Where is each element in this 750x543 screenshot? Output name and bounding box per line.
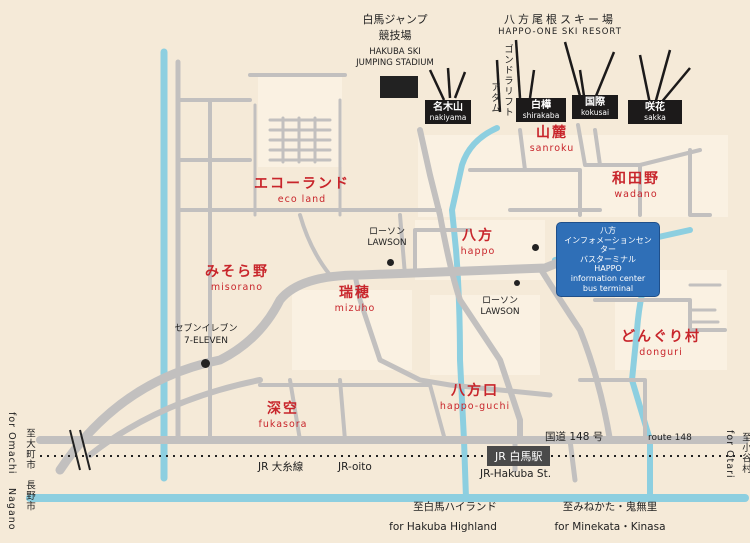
highland-ja: 至白馬ハイランド: [413, 501, 497, 513]
left-edge-ja-1: 至大町市: [24, 428, 35, 470]
ski-resort-ja: 八方尾根スキー場: [504, 13, 616, 26]
route148-en: route 148: [648, 433, 692, 443]
seven-eleven-dot: [201, 359, 210, 368]
jumping-en-2: JUMPING STADIUM: [356, 58, 434, 68]
minekata-ja: 至みねかた・鬼無里: [562, 501, 658, 513]
bus-terminal-marker[interactable]: 八方 インフォメーションセンター バスターミナル HAPPO informati…: [556, 222, 660, 298]
left-edge-en-1: for Omachi: [6, 412, 17, 475]
seven-eleven-ja: セブンイレブン: [174, 324, 238, 334]
ski-resort-en: HAPPO-ONE SKI RESORT: [498, 27, 622, 37]
lawson-2-dot: [514, 280, 520, 286]
bus-terminal-dot: [532, 244, 539, 251]
jumping-ja-1: 白馬ジャンプ: [362, 13, 428, 26]
highland-en: for Hakuba Highland: [389, 521, 497, 533]
left-edge-ja-2: 長野市: [24, 480, 35, 512]
left-edge-en-2: Nagano: [6, 488, 17, 531]
right-edge-ja: 至小谷村: [740, 432, 750, 474]
gondola-label-1: ゴンドラリフト: [502, 44, 513, 118]
jumping-en-1: HAKUBA SKI: [369, 47, 421, 57]
lawson-1-en: LAWSON: [367, 238, 407, 248]
railway-en: JR-oito: [338, 461, 372, 473]
lawson-2-en: LAWSON: [480, 307, 520, 317]
lawson-1-ja: ローソン: [368, 227, 406, 237]
seven-eleven-en: 7-ELEVEN: [184, 336, 228, 346]
railway-ja: JR 大糸線: [258, 461, 304, 473]
right-edge-en: for Otari: [724, 430, 735, 479]
lawson-2-ja: ローソン: [481, 296, 519, 306]
jumping-ja-2: 競技場: [378, 29, 412, 42]
gondola-label-2: アダム: [489, 82, 500, 114]
route148-ja: 国道 148 号: [545, 431, 604, 443]
minekata-en: for Minekata・Kinasa: [554, 521, 666, 533]
lawson-1-dot: [387, 259, 394, 266]
jumping-stadium-icon: [380, 76, 418, 98]
roads: [36, 59, 749, 483]
lift-lines: [428, 39, 691, 113]
jr-hakuba-station-en: JR-Hakuba St.: [480, 468, 552, 480]
jr-hakuba-station[interactable]: JR 白馬駅: [487, 446, 551, 466]
